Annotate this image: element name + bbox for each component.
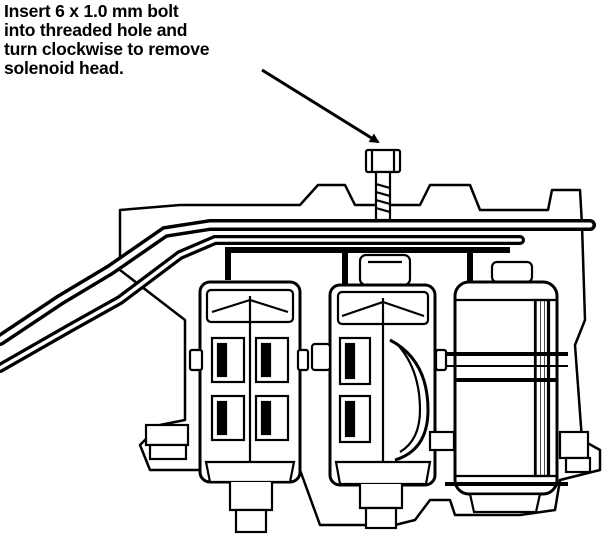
caption-line-3: turn clockwise to remove [4,39,210,59]
hose [0,219,596,373]
solenoid-left [198,280,302,534]
strap [445,352,568,486]
caption-line-4: solenoid head. [4,58,124,78]
leader-arrow [261,68,380,144]
caption-line-2: into threaded hole and [4,20,188,40]
instruction-caption: Insert 6 x 1.0 mm bolt into threaded hol… [4,2,294,78]
solenoid-middle [328,253,437,530]
caption-line-1: Insert 6 x 1.0 mm bolt [4,1,179,21]
mounting-hardware [144,342,592,474]
wiring-harness [225,247,510,290]
bolt [364,148,402,222]
solenoid-right [453,260,559,514]
